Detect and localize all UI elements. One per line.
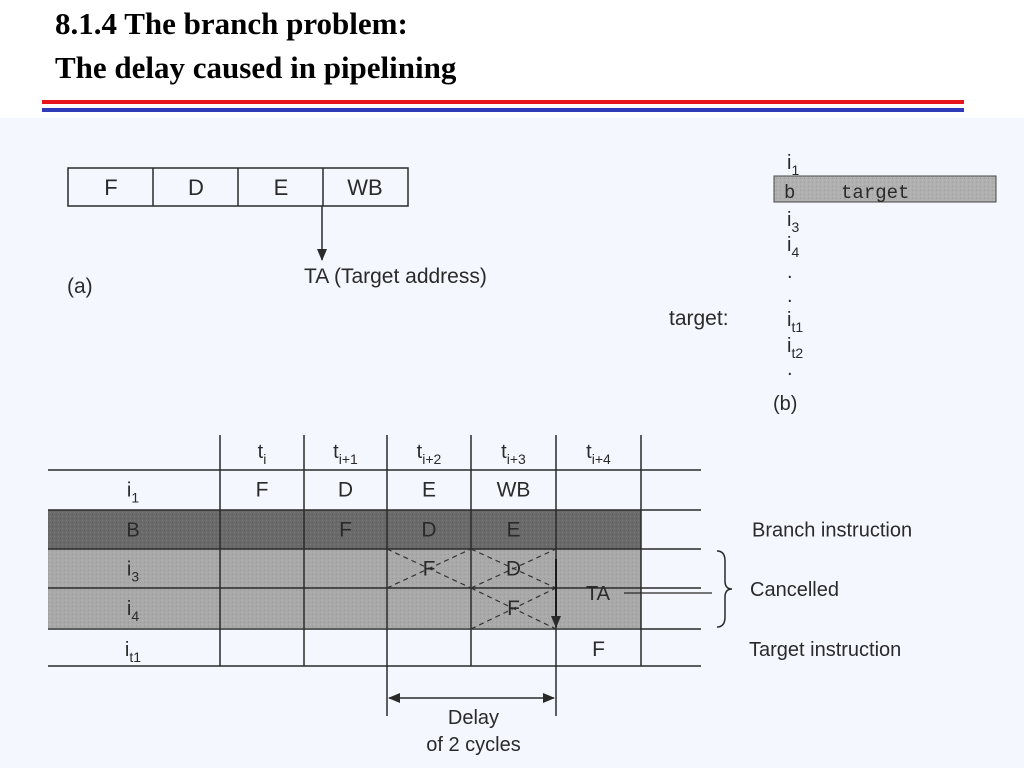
stage-label: F <box>104 175 117 200</box>
row-label: i1 <box>127 480 139 506</box>
target-address-label: TA (Target address) <box>304 265 487 288</box>
listing-line: i1 <box>787 152 799 178</box>
slide-title-line-2: The delay caused in pipelining <box>55 50 457 85</box>
figure-a: F D E WB TA (Target address) (a) <box>67 167 487 298</box>
cancel-mark <box>386 548 472 589</box>
listing-line: . <box>787 285 793 307</box>
target-instruction-label: Target instruction <box>749 639 901 661</box>
cancel-mark <box>470 587 557 630</box>
pipeline-cell: F <box>592 638 605 661</box>
figure-panel: F D E WB TA (Target address) (a) i1 b tar… <box>0 118 1024 768</box>
cancel-mark <box>470 548 557 589</box>
caption-b: (b) <box>773 393 797 415</box>
listing-line: b target <box>784 182 909 204</box>
time-column-header: ti <box>258 441 267 467</box>
time-column-header: ti+1 <box>333 441 358 467</box>
stage-label: D <box>188 175 204 200</box>
listing-line: i3 <box>787 209 799 235</box>
pipeline-cell: F <box>256 479 269 502</box>
delay-label-line-1: Delay <box>448 707 499 729</box>
target-address-marker: TA <box>586 583 611 605</box>
row-label: i4 <box>127 598 139 624</box>
pipeline-cell: F <box>339 519 352 542</box>
time-column-header: ti+4 <box>586 441 611 467</box>
slide-title-line-1: 8.1.4 The branch problem: <box>55 6 408 41</box>
pipeline-cell: F <box>423 558 436 581</box>
time-column-header: ti+2 <box>417 441 442 467</box>
figure-background <box>0 118 1024 768</box>
listing-line: . <box>787 261 793 283</box>
branch-instruction-label: Branch instruction <box>752 520 912 542</box>
shading-texture <box>48 510 641 628</box>
slide-title: 8.1.4 The branch problem: The delay caus… <box>55 2 456 90</box>
title-rule-red <box>42 100 964 104</box>
row-label: i3 <box>127 559 139 585</box>
pipeline-cell: D <box>506 558 521 581</box>
pipeline-cell: D <box>338 479 353 502</box>
pipeline-cell: E <box>506 519 520 542</box>
pipeline-cell: E <box>422 479 436 502</box>
branch-pipeline-figure: F D E WB TA (Target address) (a) i1 b tar… <box>0 118 1024 768</box>
listing-line: it2 <box>787 335 803 361</box>
title-rule-blue <box>42 108 964 112</box>
pipeline-cell: D <box>421 519 436 542</box>
branch-highlight-texture <box>774 176 996 202</box>
time-column-header: ti+3 <box>501 441 526 467</box>
pipeline-cell: WB <box>497 479 531 502</box>
cancelled-label: Cancelled <box>750 579 839 601</box>
target-label: target: <box>669 307 729 330</box>
caption-a: (a) <box>67 275 93 298</box>
row-label: B <box>126 520 139 542</box>
pipeline-cell: F <box>507 597 520 620</box>
stage-label: E <box>274 175 289 200</box>
listing-line: it1 <box>787 309 803 335</box>
listing-line: i4 <box>787 234 799 260</box>
row-label: it1 <box>125 639 141 665</box>
cancelled-brace <box>716 550 733 628</box>
stage-label: WB <box>347 175 382 200</box>
delay-label-line-2: of 2 cycles <box>426 734 520 756</box>
listing-line: . <box>787 358 793 380</box>
